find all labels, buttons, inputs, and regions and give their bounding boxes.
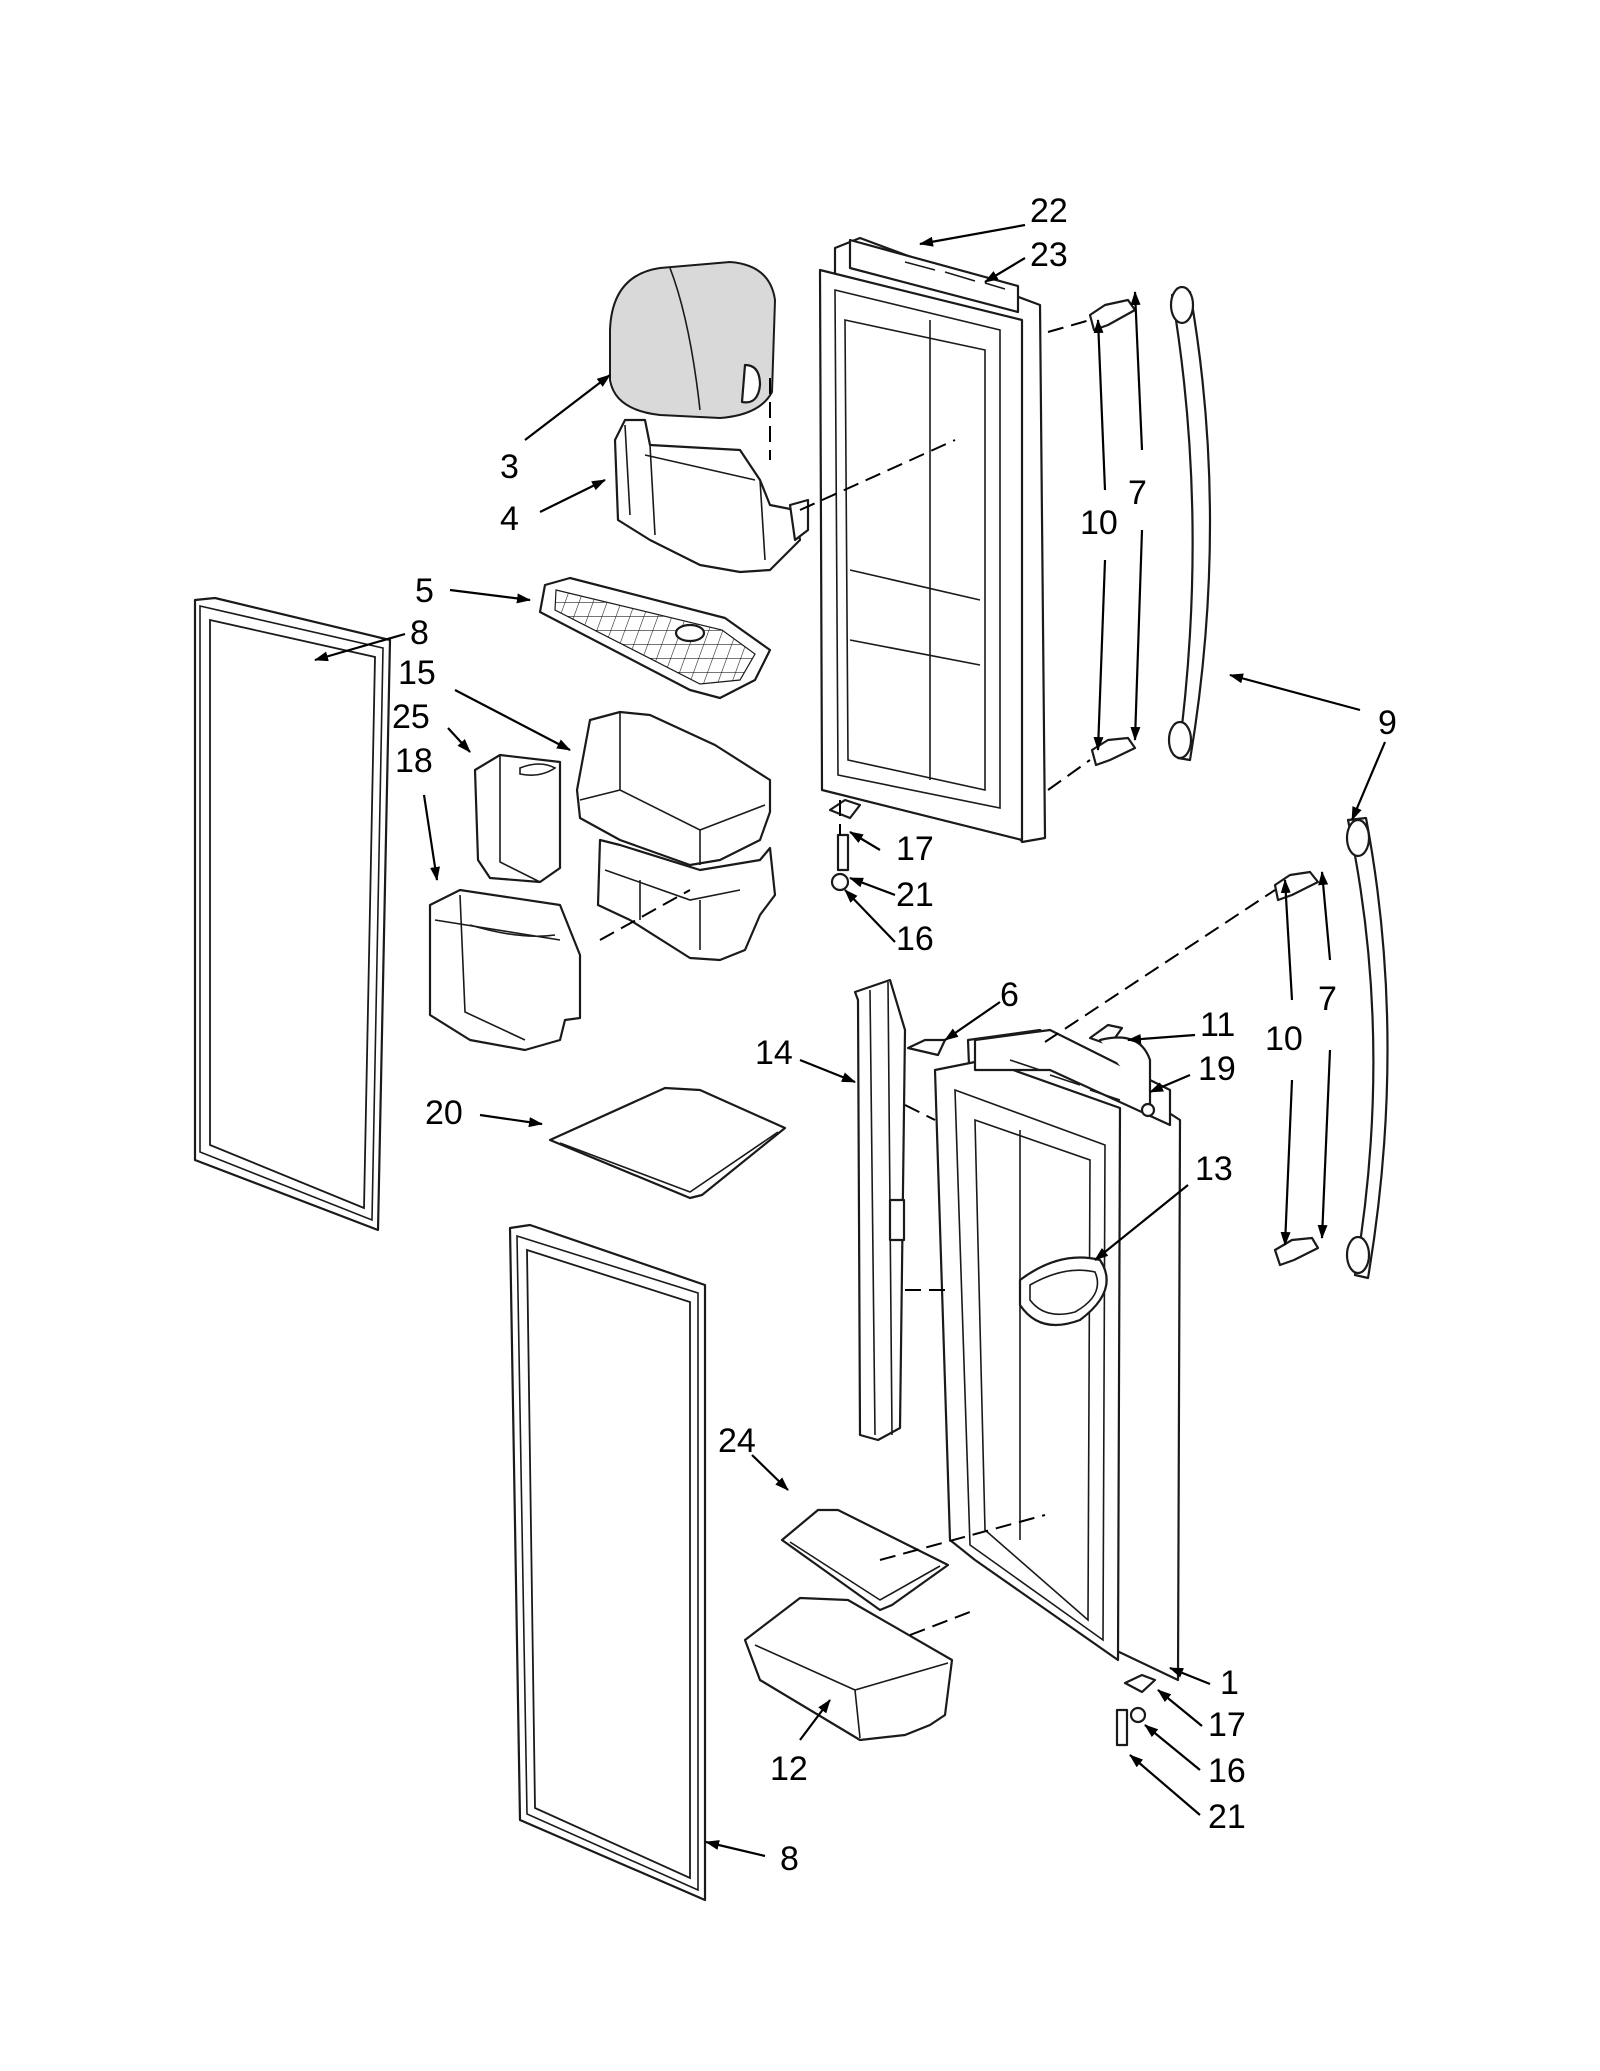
callout-15: 15 bbox=[398, 654, 436, 692]
callout-10-lower: 10 bbox=[1265, 1020, 1303, 1058]
callout-7-lower: 7 bbox=[1318, 980, 1337, 1018]
callout-13: 13 bbox=[1195, 1150, 1233, 1188]
callout-23: 23 bbox=[1030, 236, 1068, 274]
shelf-cover-part bbox=[548, 1086, 787, 1200]
lower-door-liner-part bbox=[933, 1028, 1182, 1682]
callout-4: 4 bbox=[500, 500, 519, 538]
callout-11: 11 bbox=[1200, 1006, 1235, 1044]
callout-12: 12 bbox=[770, 1750, 808, 1788]
callout-10-upper: 10 bbox=[1080, 504, 1118, 542]
door-channel-part bbox=[853, 978, 907, 1442]
callout-6: 6 bbox=[1000, 976, 1019, 1014]
callout-8-upper: 8 bbox=[410, 614, 429, 652]
bin-holder-part bbox=[428, 888, 582, 1052]
ice-bin-cover-part bbox=[609, 261, 776, 419]
callout-1: 1 bbox=[1220, 1664, 1239, 1702]
lower-door-bin-part bbox=[743, 1596, 954, 1742]
alignment-lines bbox=[599, 319, 1276, 1636]
callout-8-lower: 8 bbox=[780, 1840, 799, 1878]
callout-17-upper: 17 bbox=[896, 830, 934, 868]
door-gasket-lower-part bbox=[508, 1223, 707, 1902]
door-gasket-upper-part bbox=[193, 596, 392, 1232]
hardware-parts bbox=[828, 298, 1320, 1747]
upper-door-liner-part bbox=[818, 236, 1047, 844]
drip-tray-grate-part bbox=[538, 576, 772, 700]
callout-20: 20 bbox=[425, 1094, 463, 1132]
callout-19: 19 bbox=[1198, 1050, 1236, 1088]
cup-part bbox=[473, 753, 562, 884]
callout-16-lower: 16 bbox=[1208, 1752, 1246, 1790]
callout-5: 5 bbox=[415, 572, 434, 610]
callout-21-upper: 21 bbox=[896, 876, 934, 914]
ice-bucket-part bbox=[575, 710, 777, 962]
callout-3: 3 bbox=[500, 448, 519, 486]
callout-labels: 22 23 3 4 10 7 5 8 15 25 18 9 17 21 16 6… bbox=[392, 192, 1397, 1878]
callout-25: 25 bbox=[392, 698, 430, 736]
door-handle-lower-part bbox=[1345, 816, 1389, 1280]
callout-17-lower: 17 bbox=[1208, 1706, 1246, 1744]
callout-16-upper: 16 bbox=[896, 920, 934, 958]
door-bin-part bbox=[613, 418, 810, 574]
callout-9: 9 bbox=[1378, 704, 1397, 742]
leader-lines bbox=[314, 223, 1387, 1858]
door-handle-upper-part bbox=[1167, 285, 1212, 762]
callout-18: 18 bbox=[395, 742, 433, 780]
callout-14: 14 bbox=[755, 1034, 793, 1072]
small-tray-part bbox=[780, 1508, 950, 1612]
callout-21-lower: 21 bbox=[1208, 1798, 1246, 1836]
callout-7-upper: 7 bbox=[1128, 474, 1147, 512]
callout-24: 24 bbox=[718, 1422, 756, 1460]
callout-22: 22 bbox=[1030, 192, 1068, 230]
